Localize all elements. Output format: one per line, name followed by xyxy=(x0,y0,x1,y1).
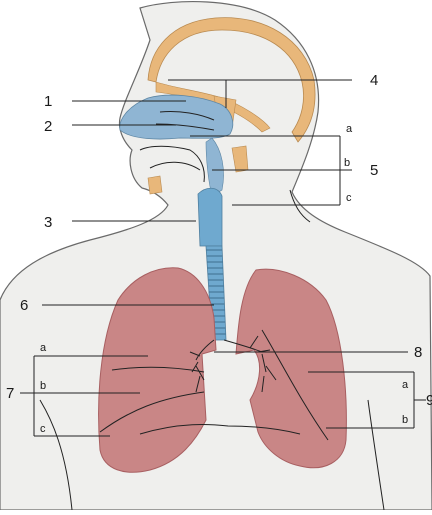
label-7c: c xyxy=(40,423,46,435)
label-7b: b xyxy=(40,380,46,392)
label-6: 6 xyxy=(20,297,28,314)
label-9: 9 xyxy=(426,392,432,409)
label-2: 2 xyxy=(44,118,52,135)
label-3: 3 xyxy=(44,214,52,231)
label-4: 4 xyxy=(370,72,378,89)
label-5a: a xyxy=(346,123,353,135)
label-5: 5 xyxy=(370,162,378,179)
label-7: 7 xyxy=(6,385,14,402)
label-5c: c xyxy=(346,192,352,204)
hyoid-bone xyxy=(148,176,162,194)
label-7a: a xyxy=(40,342,47,354)
label-9b: b xyxy=(402,414,408,426)
label-9a: a xyxy=(402,379,409,391)
larynx xyxy=(198,188,222,246)
label-1: 1 xyxy=(44,93,52,110)
label-8: 8 xyxy=(414,344,422,361)
label-5b: b xyxy=(344,157,350,169)
